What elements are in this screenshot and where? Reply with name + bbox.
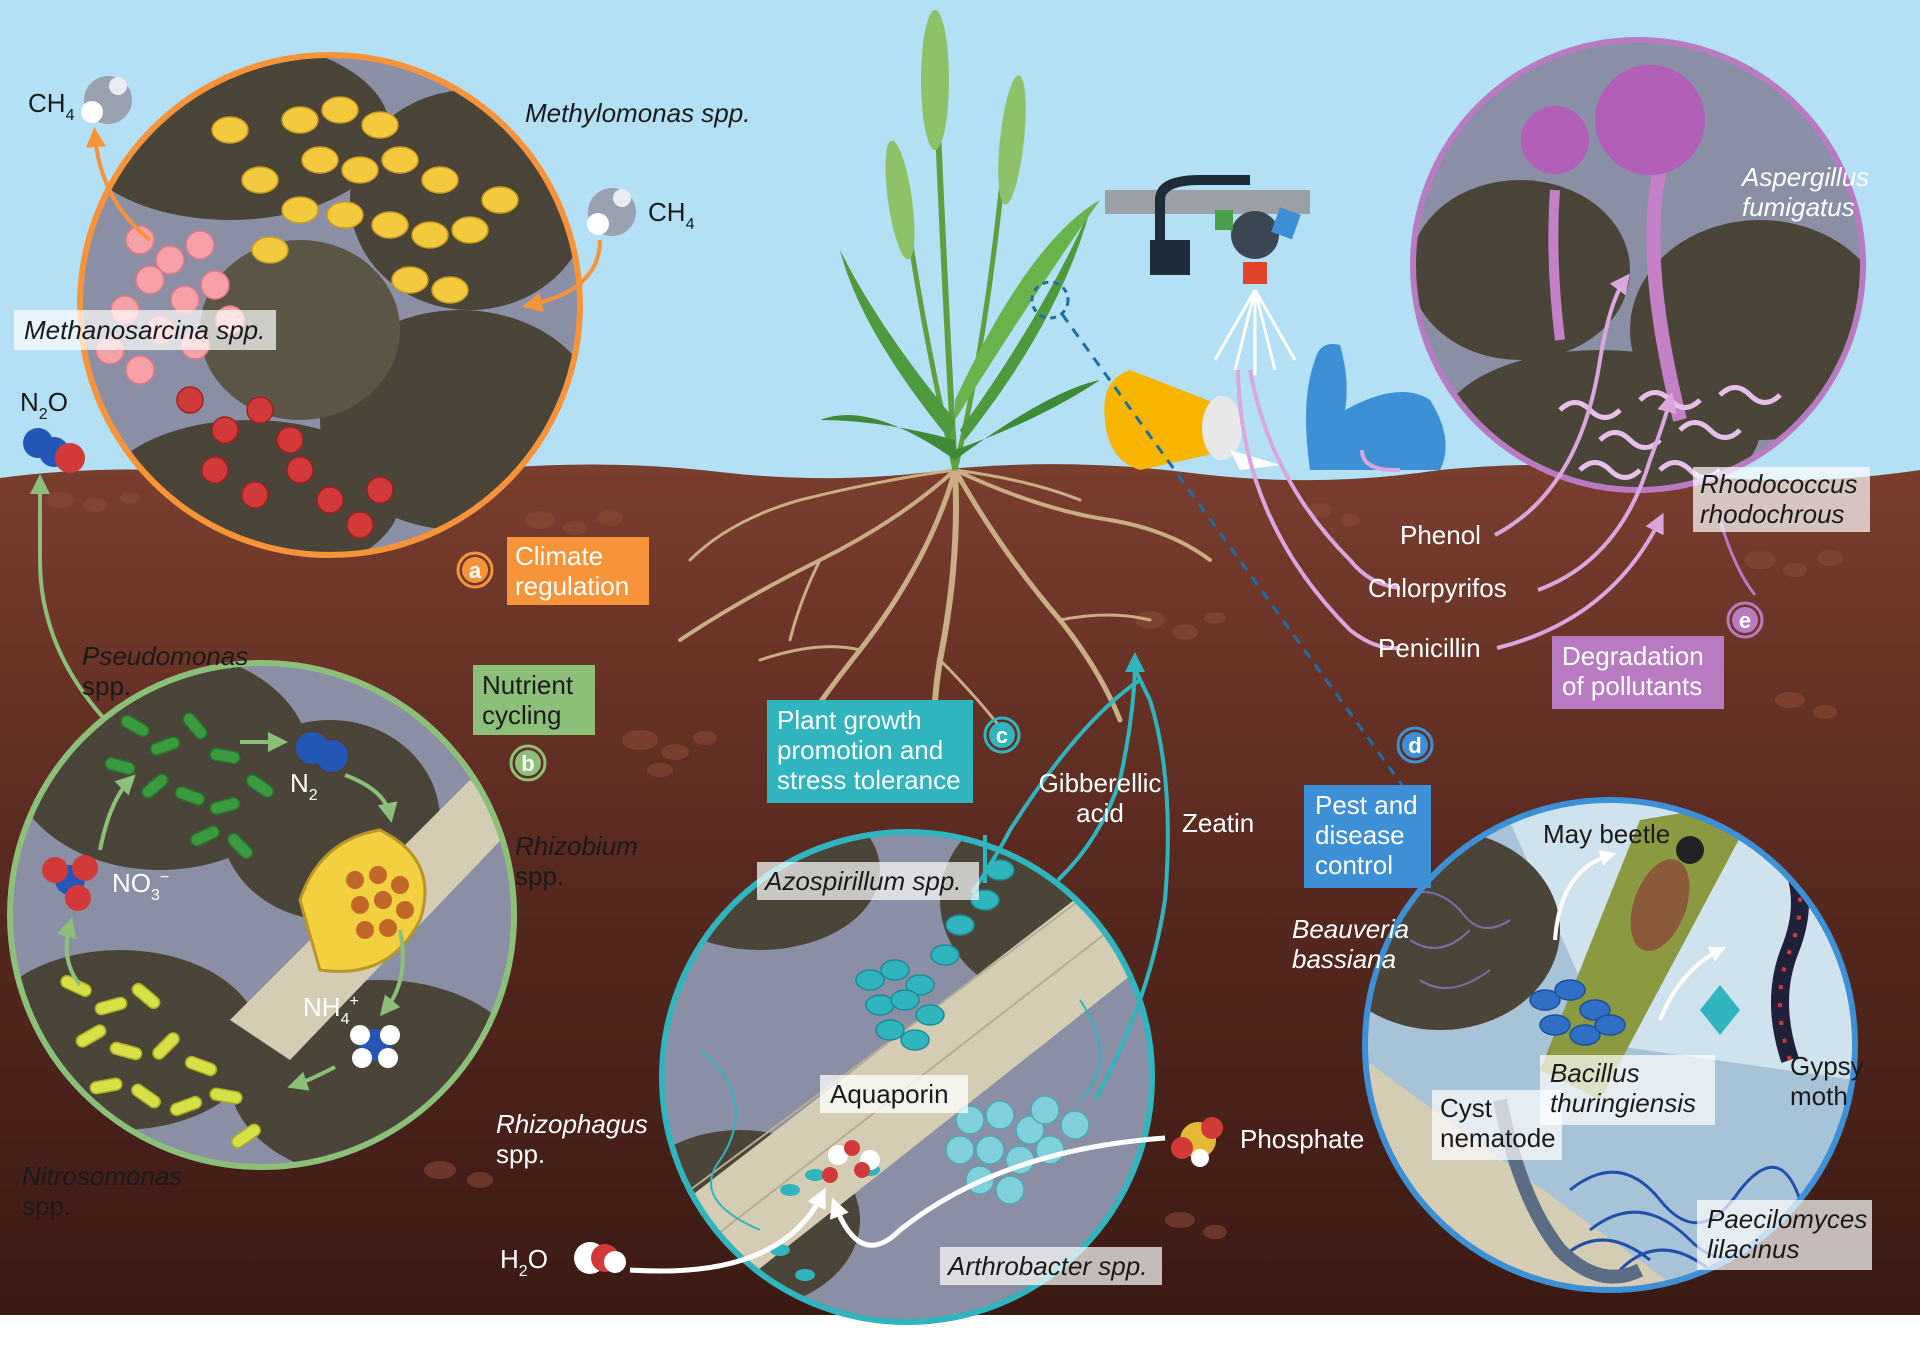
nh4-label: NH4+: [303, 992, 359, 1028]
leaf-detail-connector: [1060, 313, 1422, 811]
arthrobacter-label-bg: [940, 1247, 1162, 1285]
rhodococcus-label-bg: [1693, 467, 1870, 532]
arthrobacter-label: Arthrobacter spp.: [946, 1251, 1147, 1281]
panel-a-badge: [456, 551, 494, 589]
zeatin-label: Zeatin: [1182, 808, 1254, 838]
methanosarcina-label-bg: [14, 310, 276, 350]
phosphate-label: Phosphate: [1240, 1124, 1364, 1154]
panel-c-badge: [983, 716, 1021, 754]
panel-d-title-box: [1304, 785, 1431, 888]
panel-e-letter: e: [1739, 608, 1751, 633]
ch4-right-label: CH4: [648, 197, 695, 233]
n2o-label: N2O: [20, 387, 68, 423]
no3-molecule: [42, 855, 98, 911]
leaf-detail-ring: [1030, 280, 1070, 320]
methylomonas-label: Methylomonas spp.: [525, 98, 750, 128]
methanosarcina-label: Methanosarcina spp.: [24, 315, 265, 345]
soil-pebbles: [46, 492, 1843, 1239]
panel-a-letter: a: [469, 558, 482, 583]
no3-label: NO3−: [112, 868, 169, 904]
bottom-margin: [0, 1315, 1920, 1370]
paecilomyces-label-bg: [1697, 1200, 1872, 1270]
n2-molecule: [296, 732, 348, 772]
wheat-plant: [820, 10, 1100, 471]
ch4-right-molecule: [587, 188, 636, 236]
n2-label: N2: [290, 768, 318, 804]
chlorpyrifos-label: Chlorpyrifos: [1368, 573, 1507, 603]
h2o-label: H2O: [500, 1244, 548, 1280]
panel-c-letter: c: [996, 723, 1008, 748]
azospirillum-label-bg: [757, 862, 979, 900]
penicillin-label: Penicillin: [1378, 633, 1481, 663]
may-beetle-label: May beetle: [1543, 819, 1670, 849]
h2o-molecule: [574, 1242, 626, 1274]
ch4-left-molecule: [81, 76, 132, 124]
aquaporin-label: Aquaporin: [830, 1079, 949, 1109]
water-uptake-arrow: [629, 1187, 826, 1274]
may-beetle-illustration: [1630, 836, 1704, 951]
ch4-left-label: CH4: [28, 88, 75, 124]
panel-b-badge: [509, 744, 547, 782]
aquaporin-label-bg: [820, 1075, 968, 1113]
panel-e-badge: [1726, 601, 1764, 639]
panel-a-title-box: [507, 537, 649, 605]
panel-c-title-box: [767, 700, 973, 803]
phosphate-uptake-arrow: [829, 1135, 1166, 1248]
pollution-litter: [1104, 344, 1446, 470]
nh4-molecule: [350, 1025, 400, 1068]
phosphate-molecule: [1171, 1117, 1223, 1167]
pesticide-sprayer: [1105, 175, 1310, 375]
water-droplets: [822, 1140, 880, 1183]
panel-b-title-box: [473, 665, 595, 735]
panel-b-letter: b: [521, 751, 534, 776]
bacillus-label-bg: [1540, 1055, 1715, 1125]
azospirillum-label: Azospirillum spp.: [763, 866, 962, 896]
phenol-label: Phenol: [1400, 520, 1481, 550]
panel-d-letter: d: [1408, 733, 1421, 758]
panel-e-title-box: [1552, 636, 1724, 709]
n2o-molecule: [23, 428, 85, 473]
panel-d-badge: [1396, 726, 1434, 764]
